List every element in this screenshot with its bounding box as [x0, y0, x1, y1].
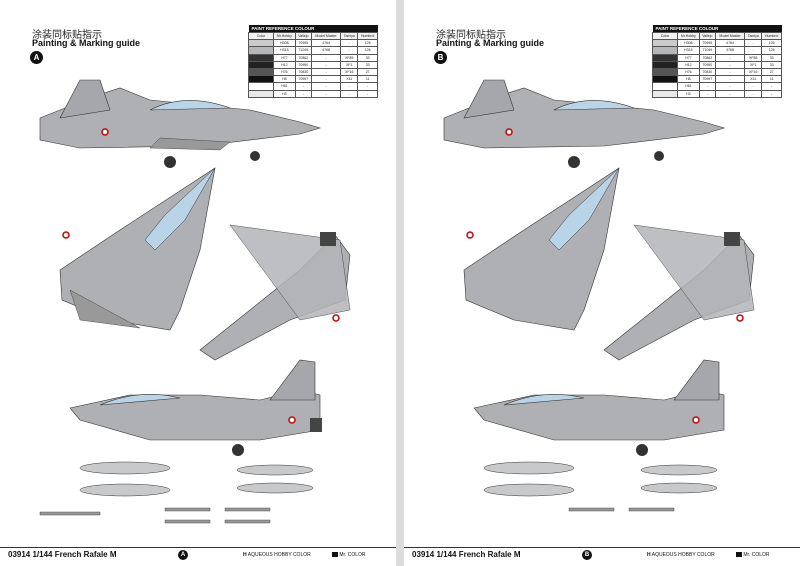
col-header: Color	[652, 31, 678, 41]
page-footer: 03914 1/144 French Rafale M A H AQUEOUS …	[0, 547, 396, 560]
table-cell: -	[744, 46, 763, 55]
aircraft-illustrations	[443, 79, 755, 512]
rafale-side-view-bottom	[69, 359, 322, 456]
table-cell: -	[310, 53, 342, 62]
page-title-cn: 涂装同标贴指示	[436, 30, 506, 41]
instruction-page-b: 涂装同标贴指示 Painting & Marking guide B PAINT…	[404, 0, 800, 566]
external-stores	[39, 461, 314, 524]
table-cell: -	[714, 89, 746, 98]
color-swatch	[652, 53, 678, 62]
color-swatch	[248, 46, 274, 55]
table-cell: 126	[761, 39, 782, 48]
table-cell: -	[340, 89, 359, 98]
table-cell: -	[744, 39, 763, 48]
legend-aqueous: H AQUEOUS HOBBY COLOR	[647, 552, 715, 558]
variant-badge: B	[434, 51, 447, 64]
col-header: Model Master	[310, 31, 342, 41]
color-swatch	[248, 53, 274, 62]
col-header: Color	[248, 31, 274, 41]
table-cell: 126	[357, 39, 378, 48]
table-cell: -	[310, 89, 342, 98]
paint-table-header: PAINT REFERENCE COLOUR	[248, 25, 378, 33]
rafale-top-view	[463, 167, 620, 331]
table-cell: 126	[357, 46, 378, 55]
table-cell: 33	[357, 53, 378, 62]
page-gutter	[396, 0, 404, 566]
page-title-en: Painting & Marking guide	[32, 38, 141, 48]
table-cell: -	[340, 39, 359, 48]
table-cell: -	[714, 53, 746, 62]
table-cell: 4764	[714, 39, 746, 48]
table-cell: XF85	[340, 53, 359, 62]
legend-aqueous: H AQUEOUS HOBBY COLOR	[243, 552, 311, 558]
model-number: 03914 1/144 French Rafale M	[8, 550, 117, 559]
aircraft-illustrations	[39, 79, 351, 524]
rafale-bottom-view	[603, 224, 755, 361]
footer-variant-badge: A	[178, 550, 188, 560]
table-cell: 4768	[714, 46, 746, 55]
col-header: Tamiya	[744, 31, 763, 41]
col-header: Humbrol	[761, 31, 782, 41]
table-cell: -	[357, 89, 378, 98]
rafale-bottom-view	[199, 224, 351, 361]
color-swatch	[248, 39, 274, 48]
table-cell: -	[761, 89, 782, 98]
table-cell: -	[340, 46, 359, 55]
col-header: Tamiya	[340, 31, 359, 41]
table-cell: 126	[761, 46, 782, 55]
paint-reference-table: PAINT REFERENCE COLOUR Color Mr.Hobby Va…	[248, 25, 378, 98]
table-cell: -	[744, 89, 763, 98]
legend-mr-color: Mr. COLOR	[736, 552, 770, 558]
rafale-side-view-bottom	[473, 359, 725, 456]
page-footer: 03914 1/144 French Rafale M B H AQUEOUS …	[404, 547, 800, 560]
model-number: 03914 1/144 French Rafale M	[412, 550, 521, 559]
external-stores	[483, 461, 718, 512]
rafale-side-view-top	[443, 79, 726, 168]
page-title-cn: 涂装同标贴指示	[32, 30, 102, 41]
footer-variant-badge: B	[582, 550, 592, 560]
color-swatch	[652, 46, 678, 55]
col-header: Humbrol	[357, 31, 378, 41]
variant-badge: A	[30, 51, 43, 64]
paint-reference-table: PAINT REFERENCE COLOUR Color Mr.Hobby Va…	[652, 25, 782, 98]
rafale-side-view-top	[39, 79, 322, 168]
instruction-page-a: 涂装同标贴指示 Painting & Marking guide A PAINT…	[0, 0, 396, 566]
paint-table-header: PAINT REFERENCE COLOUR	[652, 25, 782, 33]
page-title-en: Painting & Marking guide	[436, 38, 545, 48]
table-cell: 4768	[310, 46, 342, 55]
table-cell: 33	[761, 53, 782, 62]
color-swatch	[248, 89, 274, 98]
color-swatch	[652, 89, 678, 98]
table-cell: 4764	[310, 39, 342, 48]
legend-mr-color: Mr. COLOR	[332, 552, 366, 558]
col-header: Model Master	[714, 31, 746, 41]
rafale-top-view	[59, 167, 216, 331]
color-swatch	[652, 39, 678, 48]
table-cell: XF85	[744, 53, 763, 62]
